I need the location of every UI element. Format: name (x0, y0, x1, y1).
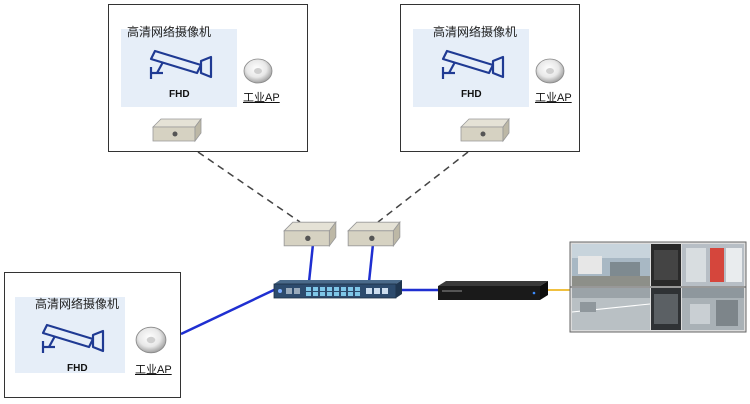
ap-icon (135, 326, 167, 354)
wireless-bridge-icon (460, 117, 510, 143)
monitor-wall-icon (569, 241, 747, 333)
cable-bridge-right (367, 243, 375, 283)
camera-box-3: 高清网络摄像机 FHD 工业AP (4, 272, 181, 398)
camera-icon (149, 49, 213, 79)
fhd-label: FHD (67, 363, 88, 374)
switch-icon (273, 280, 402, 299)
ap-label: 工业AP (135, 364, 172, 376)
wireless-bridge-icon (347, 220, 401, 248)
wireless-bridge-icon (283, 220, 337, 248)
ap-label: 工业AP (243, 92, 280, 104)
wireless-link-2 (377, 151, 469, 223)
camera-box-1: 高清网络摄像机 FHD 工业AP (108, 4, 308, 152)
cable-camera-box (180, 287, 277, 336)
fhd-label: FHD (461, 89, 482, 100)
wireless-bridge-icon (152, 117, 202, 143)
camera-panel (15, 297, 125, 373)
camera-icon (441, 49, 505, 79)
camera-title: 高清网络摄像机 (127, 25, 212, 39)
ap-label: 工业AP (535, 92, 572, 104)
fhd-label: FHD (169, 89, 190, 100)
ap-icon (535, 58, 565, 84)
camera-icon (41, 323, 105, 353)
camera-box-2: 高清网络摄像机 FHD 工业AP (400, 4, 580, 152)
wireless-link-1 (197, 151, 301, 223)
nvr-icon (438, 281, 548, 300)
camera-title: 高清网络摄像机 (433, 25, 518, 39)
camera-title: 高清网络摄像机 (35, 297, 120, 311)
cable-bridge-left (307, 243, 315, 283)
ap-icon (243, 58, 273, 84)
